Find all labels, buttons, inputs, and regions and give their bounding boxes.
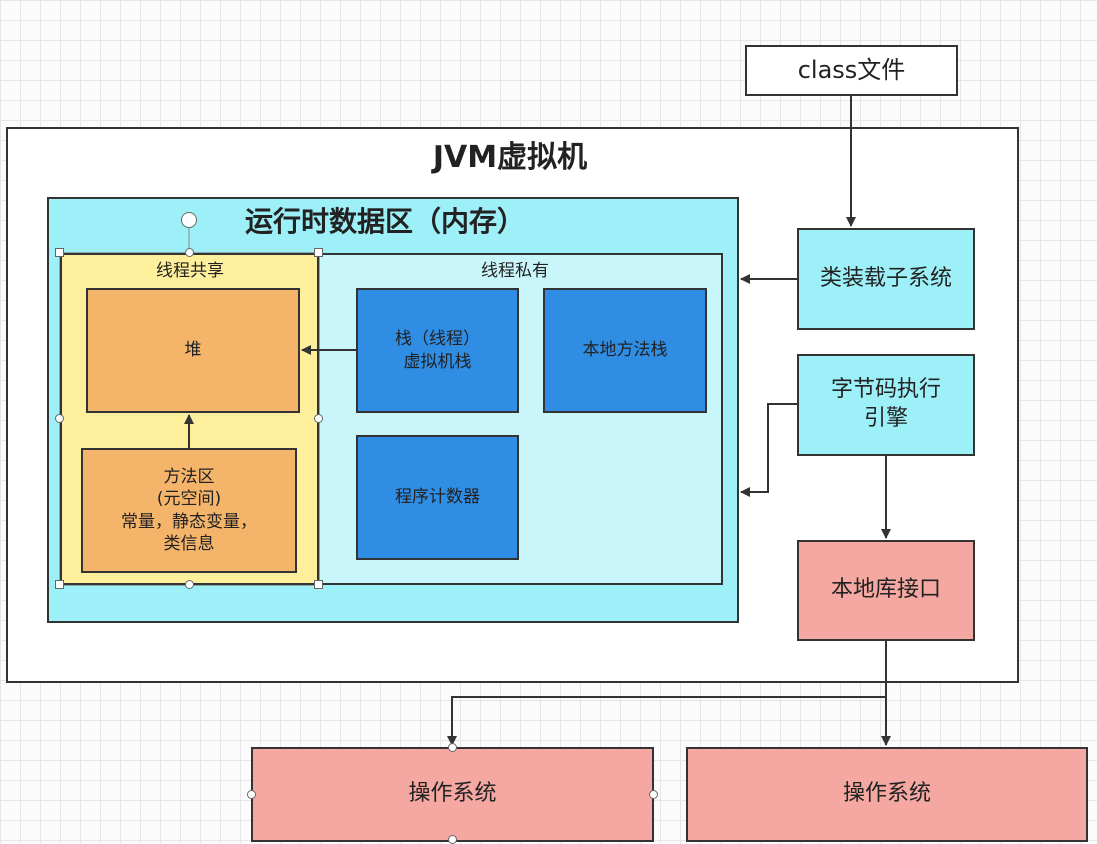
resize-handle-w[interactable] bbox=[55, 414, 64, 423]
resize-handle-n[interactable] bbox=[185, 248, 194, 257]
resize-handle-s[interactable] bbox=[185, 580, 194, 589]
native-interface-box[interactable]: 本地库接口 bbox=[797, 540, 975, 641]
vm-stack-box[interactable]: 栈（线程） 虚拟机栈 bbox=[356, 288, 519, 413]
rotate-handle[interactable] bbox=[181, 212, 197, 228]
native-method-stack-label: 本地方法栈 bbox=[582, 340, 668, 361]
thread-private-title: 线程私有 bbox=[420, 256, 610, 281]
thread-shared-title-text: 线程共享 bbox=[156, 260, 224, 281]
heap-label: 堆 bbox=[184, 340, 202, 361]
method-area-label: 方法区 (元空间) 常量，静态变量， 类信息 bbox=[121, 467, 257, 554]
heap-box[interactable]: 堆 bbox=[86, 288, 300, 413]
thread-shared-title: 线程共享 bbox=[110, 256, 270, 281]
class-loader-box[interactable]: 类装载子系统 bbox=[797, 228, 975, 330]
program-counter-box[interactable]: 程序计数器 bbox=[356, 435, 519, 560]
connection-point-left[interactable] bbox=[247, 790, 256, 799]
resize-handle-sw[interactable] bbox=[55, 580, 64, 589]
jvm-title: JVM虚拟机 bbox=[360, 132, 660, 176]
arrow-native-to-os-left bbox=[447, 696, 886, 746]
runtime-data-area-title: 运行时数据区（内存） bbox=[200, 198, 570, 242]
class-loader-label: 类装载子系统 bbox=[819, 265, 952, 291]
runtime-data-area-title-text: 运行时数据区（内存） bbox=[244, 205, 525, 238]
native-interface-label: 本地库接口 bbox=[830, 577, 941, 603]
connection-point-right[interactable] bbox=[649, 790, 658, 799]
resize-handle-ne[interactable] bbox=[314, 248, 323, 257]
method-area-box[interactable]: 方法区 (元空间) 常量，静态变量， 类信息 bbox=[81, 448, 297, 573]
jvm-title-text: JVM虚拟机 bbox=[432, 140, 588, 175]
os-box-right[interactable]: 操作系统 bbox=[686, 747, 1088, 842]
native-method-stack-box[interactable]: 本地方法栈 bbox=[543, 288, 707, 413]
vm-stack-label: 栈（线程） 虚拟机栈 bbox=[395, 329, 480, 372]
connection-point-bottom[interactable] bbox=[448, 835, 457, 844]
class-file-label: class文件 bbox=[797, 55, 906, 84]
os-left-label: 操作系统 bbox=[408, 781, 497, 807]
connection-point-top[interactable] bbox=[448, 743, 457, 752]
program-counter-label: 程序计数器 bbox=[395, 487, 480, 508]
execution-engine-box[interactable]: 字节码执行 引擎 bbox=[797, 354, 975, 456]
resize-handle-nw[interactable] bbox=[55, 248, 64, 257]
execution-engine-label: 字节码执行 引擎 bbox=[830, 377, 941, 431]
thread-private-title-text: 线程私有 bbox=[481, 260, 549, 281]
resize-handle-e[interactable] bbox=[314, 414, 323, 423]
class-file-box[interactable]: class文件 bbox=[745, 45, 958, 96]
os-box-left[interactable]: 操作系统 bbox=[251, 747, 654, 842]
os-right-label: 操作系统 bbox=[842, 781, 931, 807]
resize-handle-se[interactable] bbox=[314, 580, 323, 589]
